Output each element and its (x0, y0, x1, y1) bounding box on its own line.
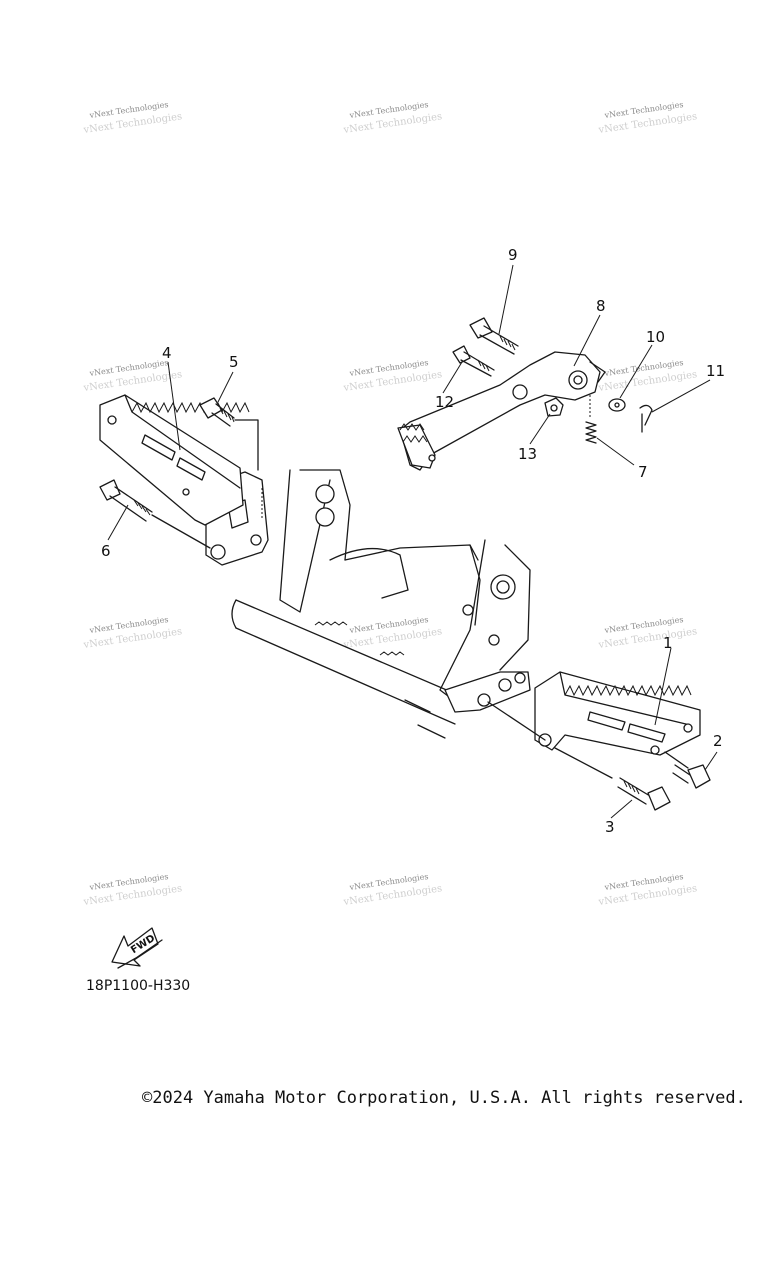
watermark: vNext Technologies vNext Technologies (82, 100, 183, 136)
watermark: vNext Technologies vNext Technologies (82, 615, 183, 651)
diagram-code: 18P1100-H330 (86, 978, 191, 994)
bolt-part-3 (617, 777, 671, 811)
callout-12: 12 (435, 393, 454, 411)
callout-6: 6 (101, 542, 111, 560)
callout-10: 10 (646, 328, 665, 346)
watermark: vNext Technologies vNext Technologies (597, 615, 698, 651)
watermark: vNext Technologies vNext Technologies (82, 872, 183, 908)
frame-assembly (231, 469, 531, 739)
watermark-group: vNext Technologies vNext Technologies vN… (82, 100, 698, 908)
watermark: vNext Technologies vNext Technologies (597, 872, 698, 908)
callout-4: 4 (162, 344, 172, 362)
cotter-pin-part-11 (639, 404, 653, 433)
washer-part-10 (608, 398, 626, 412)
callout-3: 3 (605, 818, 615, 836)
callout-13: 13 (518, 445, 537, 463)
callout-11: 11 (706, 362, 725, 380)
fwd-arrow-icon: FWD (111, 927, 163, 969)
leader-lines (107, 264, 718, 819)
callout-1: 1 (663, 634, 673, 652)
left-footrest-part-4 (99, 394, 269, 566)
watermark: vNext Technologies vNext Technologies (597, 358, 698, 394)
callout-5: 5 (229, 353, 239, 371)
brake-pedal-part-8 (397, 351, 606, 471)
pivot-bolt-part-9 (469, 317, 519, 355)
bolt-part-6 (99, 479, 211, 549)
bolt-part-2 (672, 764, 711, 789)
watermark: vNext Technologies vNext Technologies (342, 615, 443, 651)
copyright-notice: ©2024 Yamaha Motor Corporation, U.S.A. A… (142, 1088, 746, 1108)
callout-9: 9 (508, 246, 518, 264)
watermark: vNext Technologies vNext Technologies (82, 358, 183, 394)
callout-2: 2 (713, 732, 723, 750)
watermark: vNext Technologies vNext Technologies (342, 100, 443, 136)
watermark: vNext Technologies vNext Technologies (342, 358, 443, 394)
bolt-part-5 (199, 397, 259, 471)
watermark: vNext Technologies vNext Technologies (597, 100, 698, 136)
spring-part-7 (585, 395, 597, 444)
watermark: vNext Technologies vNext Technologies (342, 872, 443, 908)
right-footrest-part-1 (487, 671, 701, 779)
bolt-part-12 (452, 345, 495, 377)
callout-7: 7 (638, 463, 648, 481)
nut-part-13 (544, 397, 564, 417)
callout-labels: 1 2 3 4 5 6 7 8 9 10 11 12 13 (101, 246, 725, 836)
callout-8: 8 (596, 297, 606, 315)
